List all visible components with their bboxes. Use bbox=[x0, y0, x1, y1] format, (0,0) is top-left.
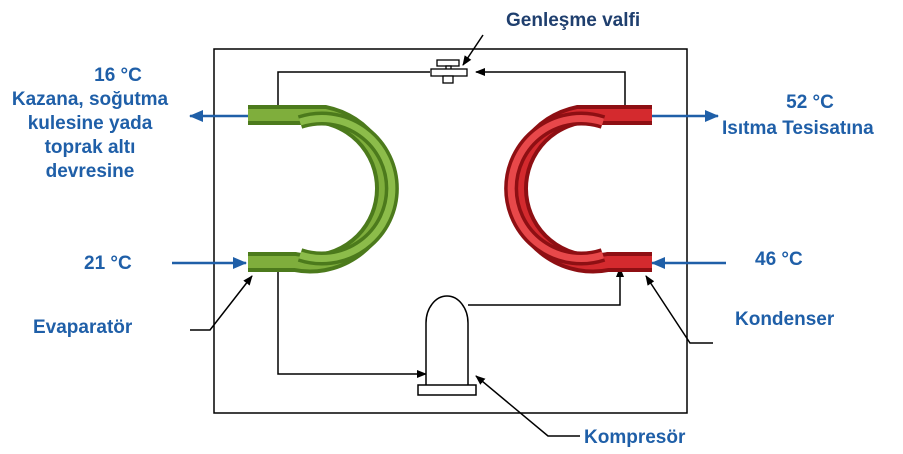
source-side-line: Tarafı bbox=[304, 195, 352, 215]
source-in-temp: 21 °C bbox=[84, 253, 132, 274]
compressor-icon bbox=[417, 295, 477, 396]
expansion-valve-leader bbox=[462, 34, 484, 66]
evaporator-leader bbox=[190, 275, 253, 331]
condenser-label: Kondenser bbox=[735, 309, 835, 330]
condenser-coil bbox=[504, 105, 652, 274]
load-side-line: Yük bbox=[561, 173, 595, 193]
load-side-label: Yük Tarafı bbox=[528, 172, 628, 216]
condenser-leader bbox=[645, 275, 713, 344]
source-out-desc-line: kulesine yada bbox=[27, 113, 153, 134]
source-side-label: Kaynak Tarafı bbox=[278, 172, 378, 216]
refrigerant-line-to-compressor bbox=[277, 268, 427, 378]
refrigerant-line-top-left bbox=[277, 71, 430, 112]
source-out-desc-line: Kazana, soğutma bbox=[11, 89, 169, 110]
load-out-temp: 52 °C bbox=[786, 92, 834, 113]
compressor-label: Kompresör bbox=[584, 427, 686, 448]
enclosure-box bbox=[213, 48, 688, 414]
expansion-valve-label: Genleşme valfi bbox=[506, 10, 641, 31]
evaporator-coil bbox=[248, 105, 399, 274]
load-out-desc: Isıtma Tesisatına bbox=[722, 118, 874, 139]
source-out-desc-line: devresine bbox=[45, 161, 135, 182]
refrigerant-line-top bbox=[475, 68, 626, 110]
source-out-desc-line: toprak altı bbox=[44, 137, 136, 158]
source-side-line: Kaynak bbox=[295, 173, 361, 193]
source-out-desc: Kazana, soğutma kulesine yada toprak alt… bbox=[0, 88, 180, 184]
load-in-temp: 46 °C bbox=[755, 249, 803, 270]
evaporator-label: Evaparatör bbox=[33, 317, 133, 338]
load-side-line: Tarafı bbox=[554, 195, 602, 215]
source-out-temp: 16 °C bbox=[94, 65, 142, 86]
compressor-leader bbox=[475, 375, 580, 437]
refrigerant-line-from-compressor bbox=[468, 267, 624, 306]
expansion-valve-icon bbox=[430, 59, 468, 84]
